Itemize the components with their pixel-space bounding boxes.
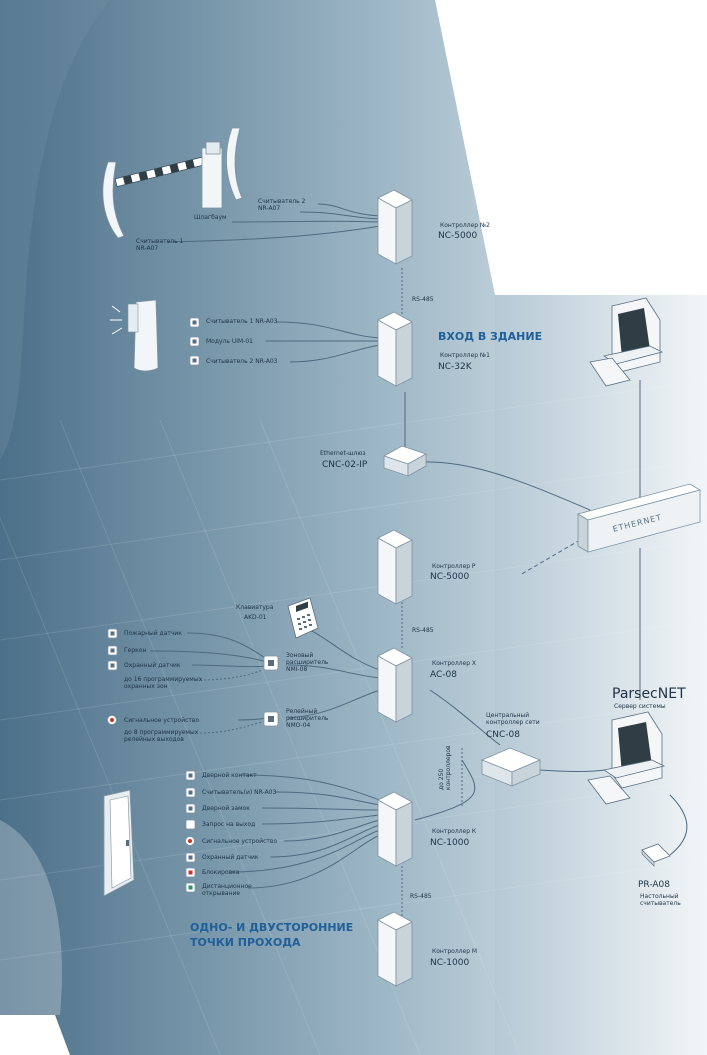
heading-entrance: ВХОД В ЗДАНИЕ xyxy=(438,330,543,343)
label-controller-2-title: Контроллер №2 xyxy=(440,222,490,229)
label-door-lock: Дверной замок xyxy=(202,805,250,812)
label-signal-device: Сигнальное устройство xyxy=(124,717,200,724)
controller-x-box xyxy=(377,647,413,723)
label-central-title: Центральный контроллер сети xyxy=(486,712,540,726)
label-zone-expander: Зоновый расширитель NMI-08 xyxy=(286,652,329,673)
label-door-contact: Дверной контакт xyxy=(202,772,257,779)
door-security-icon-core xyxy=(188,855,193,860)
controller-p-box xyxy=(377,529,413,605)
blocking-icon-core xyxy=(188,870,193,875)
door xyxy=(103,789,135,897)
label-exit-request: Запрос на выход xyxy=(202,821,256,828)
label-fire-sensor: Пожарный датчик xyxy=(124,630,182,637)
label-relay-expander: Релейный расширитель NMO-04 xyxy=(286,708,329,729)
server-computer xyxy=(587,711,666,805)
label-gateway-title: Ethernet-шлюз xyxy=(320,450,366,457)
label-controller-k-title: Контроллер К xyxy=(432,828,477,835)
central-controller xyxy=(480,747,542,787)
controller-k-box xyxy=(377,791,413,867)
reed-switch-icon-core xyxy=(110,648,115,653)
keypad-device xyxy=(287,597,319,639)
label-controller-1-title: Контроллер №1 xyxy=(440,352,490,359)
heading-access-points: ОДНО- И ДВУСТОРОННИЕ ТОЧКИ ПРОХОДА xyxy=(190,921,354,949)
door-reader-icon-core xyxy=(188,790,193,795)
label-controller-p-model: NC-5000 xyxy=(430,572,470,582)
label-gateway-model: CNC-02-IP xyxy=(322,460,368,470)
label-blocking: Блокировка xyxy=(202,869,240,876)
label-desktop-reader-desc: Настольный считыватель xyxy=(640,893,681,907)
desktop-reader-device xyxy=(641,843,671,867)
label-reader-2: Считыватель 2 NR-A07 xyxy=(258,198,306,212)
label-controller-k-model: NC-1000 xyxy=(430,838,470,848)
label-door-signal: Сигнальное устройство xyxy=(202,838,278,845)
exit-button-icon-core xyxy=(188,822,193,827)
barrier-gate xyxy=(102,127,243,239)
label-relay-note: до 8 программируемых релейных выходов xyxy=(124,729,199,743)
label-rs485-b: RS-485 xyxy=(412,627,434,634)
label-up-to-250: до 250 контроллеров xyxy=(438,745,452,790)
controller-2-box xyxy=(377,189,413,265)
label-entrance-reader-1: Считыватель 1 NR-A03 xyxy=(206,318,278,325)
label-security-sensor: Охранный датчик xyxy=(124,662,181,669)
reader-icon-1-core xyxy=(192,320,197,325)
label-controller-2-model: NC-5000 xyxy=(438,231,478,241)
label-reed-switch: Геркон xyxy=(124,647,147,654)
door-contact-icon-core xyxy=(188,773,193,778)
remote-open-icon-core xyxy=(188,885,193,890)
signal-device-icon-dot xyxy=(110,718,114,722)
label-keypad-model: AKD-01 xyxy=(244,614,267,621)
label-controller-x-model: AC-08 xyxy=(430,670,457,680)
label-reader-1: Считыватель 1 NR-A07 xyxy=(136,238,184,252)
label-barrier: Шлагбаум xyxy=(194,214,227,221)
label-controller-1-model: NC-32K xyxy=(438,362,472,372)
label-door-security: Охранный датчик xyxy=(202,854,259,861)
label-entrance-module: Модуль UIM-01 xyxy=(206,338,253,345)
label-entrance-reader-2: Считыватель 2 NR-A03 xyxy=(206,358,278,365)
door-signal-icon-dot xyxy=(188,839,192,843)
module-icon-core xyxy=(192,339,197,344)
label-rs485-c: RS-485 xyxy=(410,893,432,900)
label-keypad-title: Клавиатура xyxy=(236,604,274,611)
controller-1-box xyxy=(377,311,413,387)
controller-m-box xyxy=(377,911,413,987)
expanders xyxy=(263,655,279,727)
security-sensor-icon-core xyxy=(110,663,115,668)
workstation-top xyxy=(589,297,664,387)
ethernet-gateway xyxy=(383,445,427,477)
label-parsecnet: ParsecNET xyxy=(612,686,686,702)
label-zones-note: до 16 программируемых охранных зон xyxy=(124,676,203,690)
label-controller-m-model: NC-1000 xyxy=(430,958,470,968)
fire-sensor-icon-core xyxy=(110,631,115,636)
sensor-icons xyxy=(107,317,200,893)
entrance-turnstile xyxy=(110,299,159,372)
door-lock-icon-core xyxy=(188,806,193,811)
label-rs485-a: RS-485 xyxy=(412,296,434,303)
label-controller-x-title: Контроллер X xyxy=(432,660,477,667)
ethernet-hub xyxy=(576,483,702,553)
label-door-readers: Считыватель(и) NR-A03 xyxy=(202,789,277,796)
label-remote-open: Дистанционное открывание xyxy=(202,883,252,897)
label-controller-m-title: Контроллер М xyxy=(432,948,478,955)
label-server: Сервер системы xyxy=(614,703,666,710)
label-desktop-reader-model: PR-A08 xyxy=(638,880,670,890)
reader-icon-2-core xyxy=(192,358,197,363)
controller-boxes xyxy=(377,189,413,987)
label-controller-p-title: Контроллер P xyxy=(432,563,476,570)
wires xyxy=(149,203,688,918)
label-central-model: CNC-08 xyxy=(486,730,521,740)
